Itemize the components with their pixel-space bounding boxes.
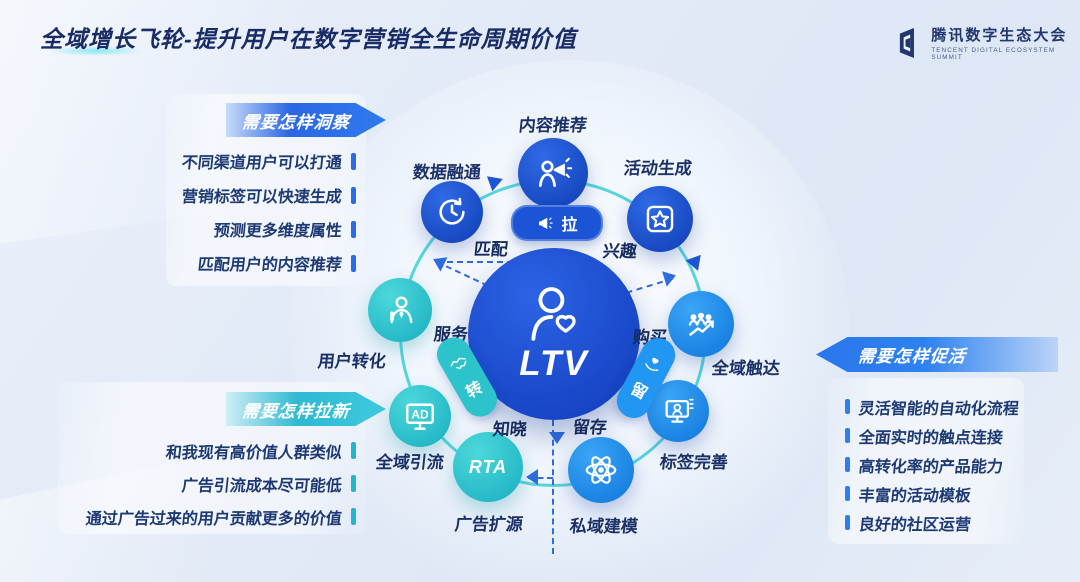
pill-pull: 拉 xyxy=(511,205,603,241)
list-item: 和我现有高价值人群类似 xyxy=(66,434,356,467)
node-label: 广告扩源 xyxy=(453,515,524,534)
bullet-bar xyxy=(845,515,850,530)
star-badge-icon xyxy=(646,205,674,233)
ltv-label: LTV xyxy=(519,344,589,383)
list-item: 高转化率的产品能力 xyxy=(845,450,1019,479)
ad-label: AD xyxy=(411,407,429,421)
bullet-bar xyxy=(351,508,356,525)
list-item: 不同渠道用户可以打通 xyxy=(168,144,356,178)
stage-label-retention: 留存 xyxy=(571,418,608,437)
insight-item-list: 不同渠道用户可以打通 营销标签可以快速生成 预测更多维度属性 匹配用户的内容推荐 xyxy=(168,144,356,280)
acquisition-header-label: 需要怎样拉新 xyxy=(240,401,351,421)
node-campaign-generation xyxy=(627,186,693,252)
dashed-line-down xyxy=(552,420,554,554)
bullet-bar xyxy=(351,475,356,492)
bullet-bar xyxy=(351,186,356,204)
stage-label-awareness: 知晓 xyxy=(491,420,528,439)
pill-pull-label: 拉 xyxy=(561,217,578,234)
announcer-person-icon xyxy=(538,157,572,188)
list-item: 预测更多维度属性 xyxy=(168,212,356,246)
logo-title: 腾讯数字生态大会 xyxy=(931,27,1068,44)
activation-header-label: 需要怎样促活 xyxy=(856,347,967,366)
list-item: 丰富的活动模板 xyxy=(845,479,1019,508)
node-omni-acquisition: AD xyxy=(389,385,451,447)
megaphone-icon xyxy=(539,217,554,229)
bullet-bar xyxy=(351,442,356,459)
node-label: 数据融通 xyxy=(411,163,482,182)
node-label: 内容推荐 xyxy=(517,116,588,135)
list-item: 全面实时的触点连接 xyxy=(845,421,1019,450)
pill-retain: 留 xyxy=(610,332,682,424)
monitor-profile-icon xyxy=(665,398,694,423)
ltv-center-node: LTV xyxy=(468,248,640,420)
service-person-icon xyxy=(390,296,413,324)
activation-panel-header: 需要怎样促活 xyxy=(816,337,1058,372)
insight-panel-header: 需要怎样洞察 xyxy=(226,103,386,137)
insight-header-label: 需要怎样洞察 xyxy=(240,112,351,132)
bullet-bar xyxy=(845,399,850,414)
tencent-summit-logo-icon xyxy=(899,27,914,58)
pill-convert: 转 xyxy=(430,331,504,423)
node-label: 活动生成 xyxy=(622,159,693,178)
stage-label-match: 匹配 xyxy=(472,240,509,259)
node-tag-completion xyxy=(647,380,709,442)
clock-sync-icon xyxy=(439,197,465,225)
hand-heart-icon xyxy=(645,357,659,372)
activation-item-list: 灵活智能的自动化流程 全面实时的触点连接 高转化率的产品能力 丰富的活动模板 良… xyxy=(845,392,1020,537)
bullet-bar xyxy=(845,457,850,472)
bullet-bar xyxy=(845,428,850,443)
dashed-line-left xyxy=(528,477,553,479)
acquisition-item-list: 和我现有高价值人群类似 广告引流成本尽可能低 通过广告过来的用户贡献更多的价值 xyxy=(66,434,356,533)
event-logo: 腾讯数字生态大会 TENCENT DIGITAL ECOSYSTEM SUMMI… xyxy=(898,24,1080,61)
bullet-bar xyxy=(351,152,356,170)
logo-subtitle: TENCENT DIGITAL ECOSYSTEM SUMMIT xyxy=(931,47,1056,61)
dashed-line xyxy=(437,261,513,263)
dashed-arrow-icon xyxy=(549,432,565,452)
node-label: 全域引流 xyxy=(374,453,445,472)
atom-icon xyxy=(585,456,617,484)
list-item: 广告引流成本尽可能低 xyxy=(66,467,356,500)
node-omni-reach xyxy=(668,291,734,357)
node-label: 全域触达 xyxy=(710,359,781,378)
acquisition-panel-header: 需要怎样拉新 xyxy=(226,392,386,426)
node-content-recommendation xyxy=(518,138,588,208)
handshake-icon xyxy=(450,357,467,370)
node-user-conversion xyxy=(368,278,432,342)
node-label: 标签完善 xyxy=(658,453,729,472)
pill-convert-label: 转 xyxy=(463,379,486,402)
node-label: 用户转化 xyxy=(316,352,387,371)
node-ad-expansion: RTA xyxy=(453,432,523,502)
list-item: 营销标签可以快速生成 xyxy=(168,178,356,212)
stage-label-interest: 兴趣 xyxy=(601,242,638,261)
user-heart-icon xyxy=(531,287,576,341)
list-item: 通过广告过来的用户贡献更多的价值 xyxy=(66,500,356,533)
bullet-bar xyxy=(351,254,356,272)
list-item: 良好的社区运营 xyxy=(845,508,1019,537)
rta-label: RTA xyxy=(468,456,508,477)
list-item: 匹配用户的内容推荐 xyxy=(168,246,356,280)
title-glow xyxy=(48,46,144,56)
pill-retain-label: 留 xyxy=(627,380,650,403)
node-label: 私域建模 xyxy=(568,517,639,536)
ad-monitor-icon: AD xyxy=(406,403,434,430)
activation-panel-card xyxy=(828,378,1024,544)
node-data-integration xyxy=(421,181,483,243)
list-item: 灵活智能的自动化流程 xyxy=(845,392,1020,421)
audience-growth-icon xyxy=(688,312,714,336)
node-private-domain-modeling xyxy=(568,437,634,503)
bullet-bar xyxy=(845,486,850,501)
bullet-bar xyxy=(351,220,356,238)
page-title: 全域增长飞轮-提升用户在数字营销全生命周期价值 xyxy=(40,26,577,52)
